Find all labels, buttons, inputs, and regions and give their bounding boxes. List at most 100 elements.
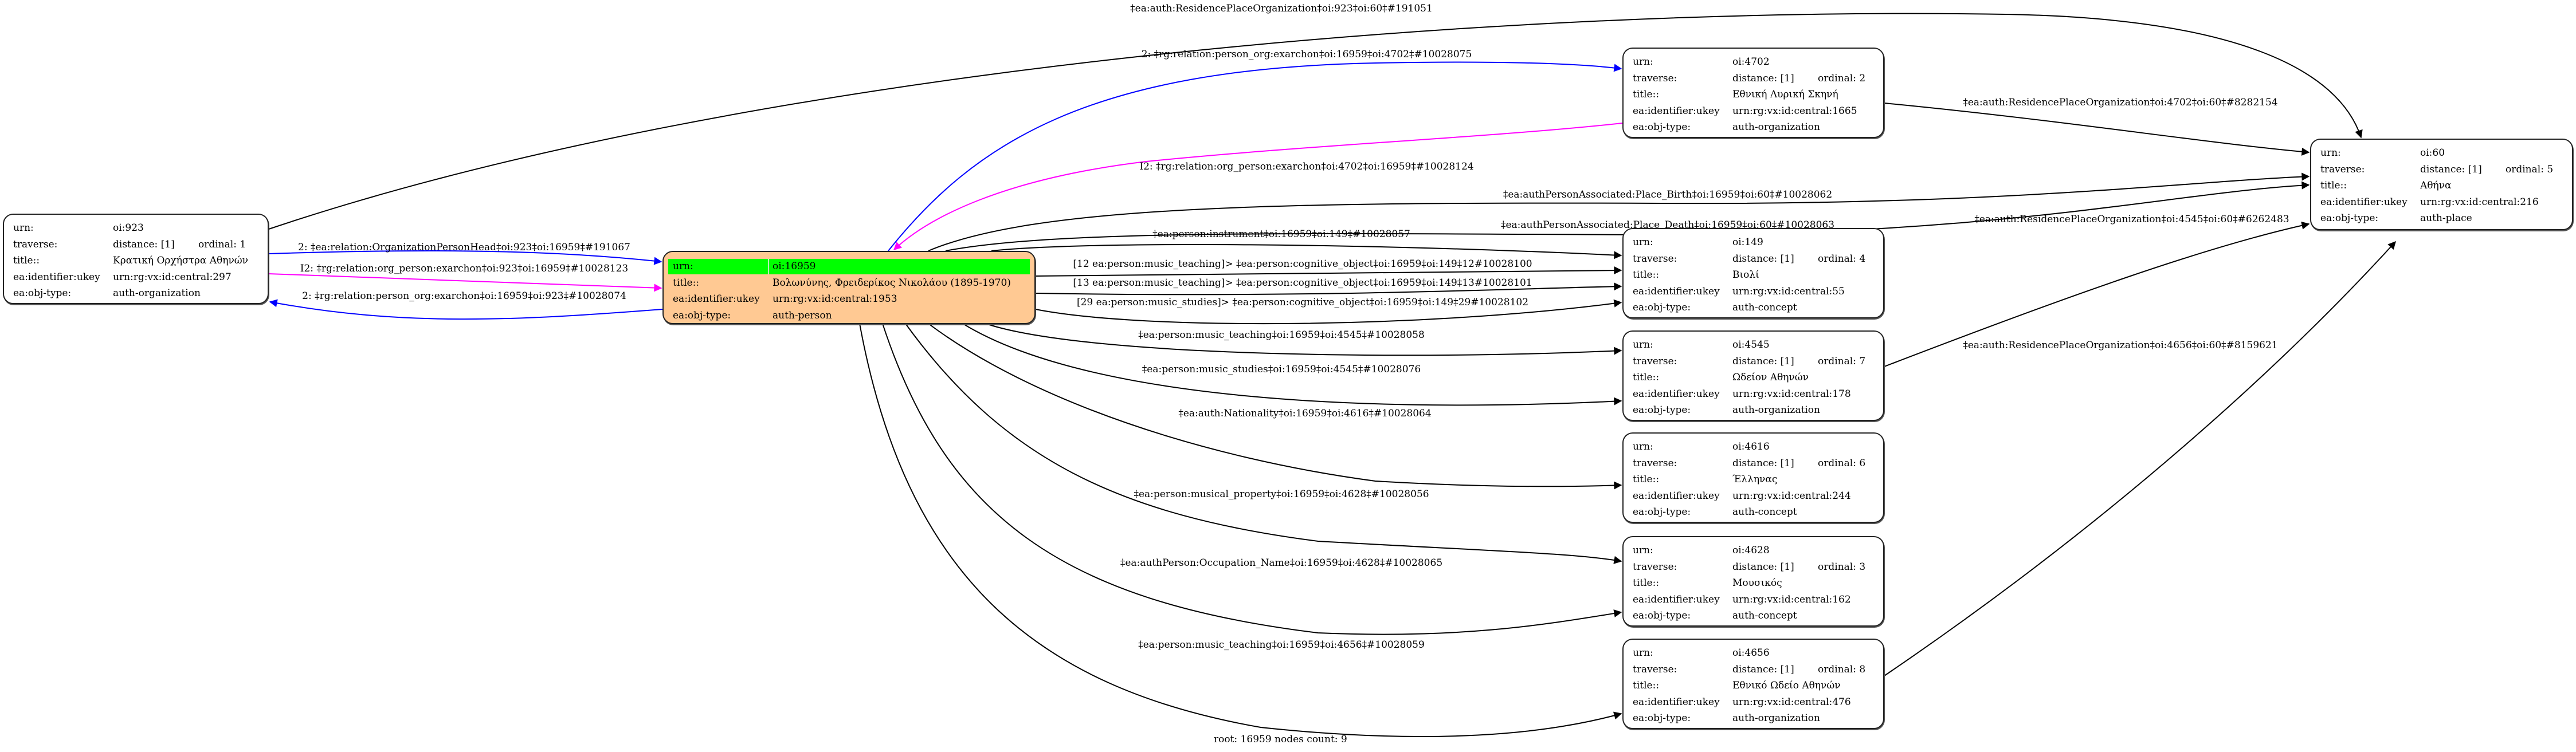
node-key: ea:obj-type: xyxy=(1633,712,1691,724)
edge-line xyxy=(1035,266,1622,277)
node-key: traverse: xyxy=(1633,253,1677,265)
edge-label: ‡ea:auth:ResidencePlaceOrganization‡oi:9… xyxy=(1130,3,1433,14)
edge-e4545_60: ‡ea:auth:ResidencePlaceOrganization‡oi:4… xyxy=(1884,214,2310,367)
node-ordinal: ordinal: 2 xyxy=(1818,72,1866,84)
node-value: auth-place xyxy=(2420,212,2472,224)
edge-e923_60: ‡ea:auth:ResidencePlaceOrganization‡oi:9… xyxy=(268,3,2363,230)
edge-label: ‡ea:authPerson:Occupation_Name‡oi:16959‡… xyxy=(1120,557,1442,569)
node-value: urn:rg:vx:id:central:55 xyxy=(1732,285,1845,297)
edge-label: ‡ea:person:music_studies‡oi:16959‡oi:454… xyxy=(1142,364,1421,375)
graph-node-oi-4628[interactable]: urn:oi:4628 traverse: distance: [1] ordinal… xyxy=(1622,536,1884,627)
edge-line xyxy=(905,323,1622,564)
node-row-identifier: ea:identifier:ukey urn:rg:vx:id:central:5… xyxy=(1628,284,1879,300)
node-row-obj-type: ea:obj-type:auth-place xyxy=(2316,211,2567,226)
node-key: traverse: xyxy=(1633,663,1677,675)
node-key: title:: xyxy=(1633,680,1660,691)
node-ordinal: ordinal: 4 xyxy=(1818,253,1866,265)
node-row-obj-type: ea:obj-type:auth-concept xyxy=(1628,300,1879,316)
edge-e_stud4545: ‡ea:person:music_studies‡oi:16959‡oi:454… xyxy=(962,323,1622,406)
node-row-title: title::Αθήνα xyxy=(2316,178,2567,194)
edge-e16959_4702: 2: ‡rg:relation:person_org:exarchon‡oi:1… xyxy=(888,49,1622,251)
edge-label: 2: ‡rg:relation:person_org:exarchon‡oi:1… xyxy=(302,290,626,302)
edge-e4702_16959: I2: ‡rg:relation:org_person:exarchon‡oi:… xyxy=(893,123,1623,250)
node-key: ea:identifier:ukey xyxy=(1633,490,1720,502)
node-row-obj-type: ea:obj-type:auth-organization xyxy=(1628,120,1879,135)
node-row-title: title::Μουσικός xyxy=(1628,576,1879,591)
node-value: Βολωνύνης, Φρειδερίκος Νικολάου (1895-19… xyxy=(773,277,1011,289)
edge-e4702_60: ‡ea:auth:ResidencePlaceOrganization‡oi:4… xyxy=(1884,97,2310,156)
node-value: auth-organization xyxy=(1732,121,1820,133)
edge-e_c13: [13 ea:person:music_teaching]> ‡ea:perso… xyxy=(1035,277,1622,296)
edge-e16959_923: 2: ‡rg:relation:person_org:exarchon‡oi:1… xyxy=(269,290,663,320)
node-key: ea:obj-type: xyxy=(1633,404,1691,416)
node-key: traverse: xyxy=(1633,457,1677,469)
edge-line xyxy=(1884,241,2396,676)
node-key: ea:obj-type: xyxy=(1633,506,1691,518)
node-key: traverse: xyxy=(1633,561,1677,573)
edge-label: ‡ea:person:instrument‡oi:16959‡oi:149‡#1… xyxy=(1152,229,1410,240)
node-value: oi:4628 xyxy=(1732,545,1770,556)
edge-label: ‡ea:auth:ResidencePlaceOrganization‡oi:4… xyxy=(1963,340,2277,351)
node-key: ea:identifier:ukey xyxy=(2320,196,2408,208)
node-value: oi:16959 xyxy=(773,261,816,272)
node-row-title: title::Κρατική Ορχήστρα Αθηνών xyxy=(9,253,263,269)
node-value: distance: [1] xyxy=(2420,163,2482,175)
node-value: urn:rg:vx:id:central:1953 xyxy=(773,293,897,305)
node-row-obj-type: ea:obj-type: auth-concept xyxy=(1628,505,1879,520)
node-row-title: title::Έλληνας xyxy=(1628,472,1879,487)
node-value: distance: [1] xyxy=(113,238,175,250)
edge-e_instrument: ‡ea:person:instrument‡oi:16959‡oi:149‡#1… xyxy=(991,229,1622,259)
node-value: distance: [1] xyxy=(1732,457,1794,469)
node-key: urn: xyxy=(673,261,693,272)
edge-line xyxy=(928,172,2310,251)
graph-footer: root: 16959 nodes count: 9 xyxy=(1214,734,1347,745)
node-value: auth-organization xyxy=(1732,404,1820,416)
edge-e_nat: ‡ea:auth:Nationality‡oi:16959‡oi:4616‡#1… xyxy=(928,323,1622,490)
edge-label: ‡ea:authPersonAssociated:Place_Birth‡oi:… xyxy=(1503,189,1832,200)
node-row-traverse: traverse:distance: [1]ordinal: 6 xyxy=(1628,456,1879,471)
node-key: title:: xyxy=(1633,89,1660,100)
node-value: auth-concept xyxy=(1732,302,1797,313)
node-value: oi:4616 xyxy=(1732,441,1770,452)
edge-line xyxy=(1884,221,2310,367)
node-value: auth-organization xyxy=(113,288,201,299)
node-value: distance: [1] xyxy=(1732,72,1794,84)
edge-e_birth: ‡ea:authPersonAssociated:Place_Birth‡oi:… xyxy=(928,172,2310,251)
node-value: Εθνική Λυρική Σκηνή xyxy=(1732,89,1838,100)
node-ordinal: ordinal: 3 xyxy=(1818,561,1866,573)
edge-line xyxy=(888,61,1622,251)
node-row-urn: urn:oi:4616 xyxy=(1628,439,1879,455)
node-row-urn: urn:oi:4628 xyxy=(1628,543,1879,558)
node-row-title: title::Εθνική Λυρική Σκηνή xyxy=(1628,87,1879,103)
node-row-traverse: traverse:distance: [1]ordinal: 4 xyxy=(1628,251,1879,267)
node-value: Ωδείον Αθηνών xyxy=(1732,372,1809,383)
node-row-title: title::Εθνικό Ωδείο Αθηνών xyxy=(1628,678,1879,694)
node-row-traverse: traverse: distance: [1] ordinal: 3 xyxy=(1628,560,1879,575)
edge-label: [13 ea:person:music_teaching]> ‡ea:perso… xyxy=(1073,277,1532,289)
node-value: distance: [1] xyxy=(1732,561,1794,573)
node-row-urn: urn:oi:4545 xyxy=(1628,337,1879,353)
node-key: ea:identifier:ukey xyxy=(1633,285,1720,297)
edge-e_teach4656: ‡ea:person:music_teaching‡oi:16959‡oi:46… xyxy=(859,323,1622,738)
node-value: auth-concept xyxy=(1732,506,1797,518)
node-row-obj-type: ea:obj-type:auth-concept xyxy=(1628,608,1879,624)
node-row-title: title::Βιολί xyxy=(1628,267,1879,283)
node-row-obj-type: ea:obj-type:auth-organization xyxy=(9,286,263,301)
node-value: urn:rg:vx:id:central:297 xyxy=(113,271,232,283)
edge-label: [29 ea:person:music_studies]> ‡ea:person… xyxy=(1077,297,1528,308)
node-value: urn:rg:vx:id:central:178 xyxy=(1732,388,1851,400)
node-value: urn:rg:vx:id:central:1665 xyxy=(1732,105,1857,117)
